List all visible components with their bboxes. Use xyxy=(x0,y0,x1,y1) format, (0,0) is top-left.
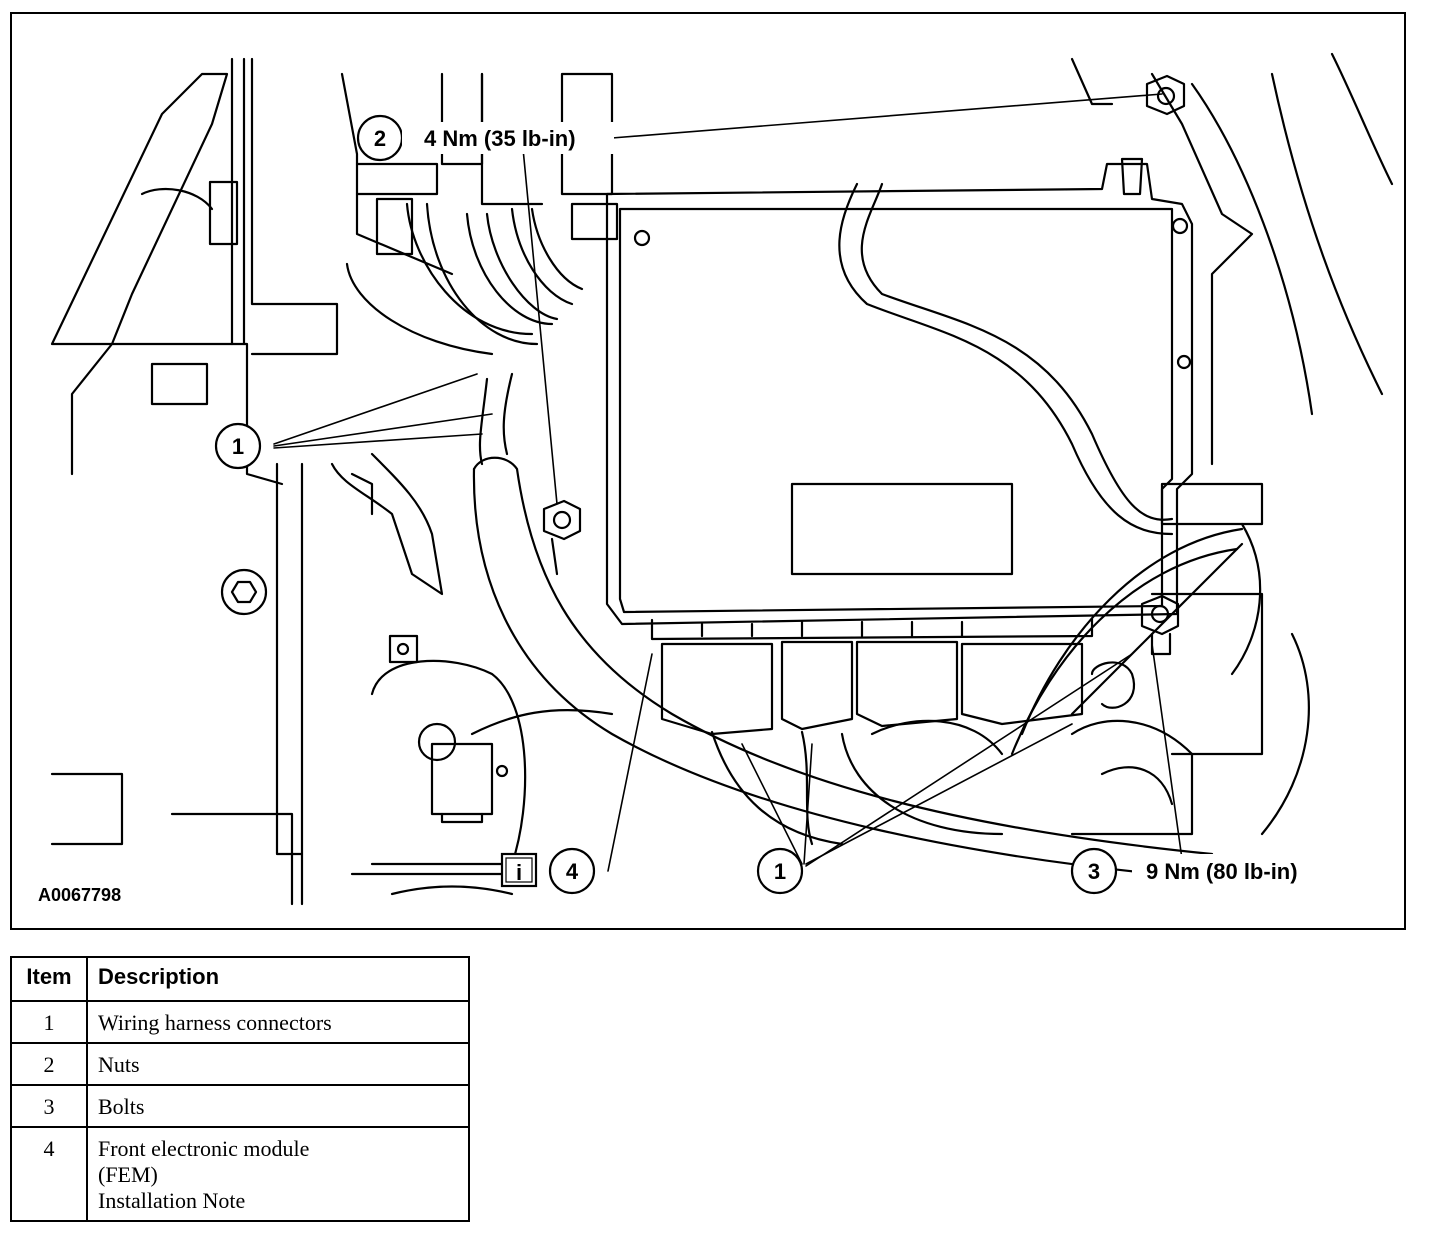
torque-label-bolts: 9 Nm (80 lb-in) xyxy=(1132,854,1342,886)
legend-row: 3 Bolts xyxy=(10,1084,470,1128)
fasteners xyxy=(542,74,1186,656)
ground-stud-area xyxy=(50,568,614,906)
left-bracket xyxy=(50,57,339,906)
svg-text:i: i xyxy=(516,860,522,885)
legend-item-number: 4 xyxy=(10,1126,88,1222)
legend-header-description: Description xyxy=(86,956,470,1002)
legend-installation-note-link[interactable]: Installation Note xyxy=(98,1188,246,1213)
svg-text:3: 3 xyxy=(1088,859,1100,884)
main-harness xyxy=(330,372,1214,881)
legend-description-line: Nuts xyxy=(98,1052,140,1077)
legend-row: 1 Wiring harness connectors xyxy=(10,1000,470,1044)
callout-item-1-left: 1 xyxy=(214,422,262,470)
svg-text:9 Nm (80 lb-in): 9 Nm (80 lb-in) xyxy=(1146,859,1298,884)
callout-item-3: 3 xyxy=(1070,847,1118,895)
legend-item-description: Front electronic module (FEM) Installati… xyxy=(86,1126,470,1222)
diagram-drawing: 2 4 Nm (35 lb-in) 1 i 4 1 3 xyxy=(38,52,1394,906)
legend-item-description: Nuts xyxy=(86,1042,470,1086)
svg-text:2: 2 xyxy=(374,126,386,151)
legend-header-item: Item xyxy=(10,956,88,1002)
legend-description-line: Wiring harness connectors xyxy=(98,1010,332,1035)
legend-description-line: (FEM) xyxy=(98,1162,158,1187)
diagram-figure: 2 4 Nm (35 lb-in) 1 i 4 1 3 xyxy=(10,12,1406,930)
legend-item-number: 3 xyxy=(10,1084,88,1128)
leader-lines xyxy=(273,93,1183,872)
legend-item-description: Bolts xyxy=(86,1084,470,1128)
svg-text:1: 1 xyxy=(774,859,786,884)
legend-description-line: Bolts xyxy=(98,1094,145,1119)
svg-text:1: 1 xyxy=(232,434,244,459)
callout-item-1-bottom: 1 xyxy=(756,847,804,895)
legend-row: 2 Nuts xyxy=(10,1042,470,1086)
legend-item-number: 1 xyxy=(10,1000,88,1044)
svg-text:4 Nm (35 lb-in): 4 Nm (35 lb-in) xyxy=(424,126,576,151)
module-fem xyxy=(605,162,1194,626)
legend-description-line: Front electronic module xyxy=(98,1136,310,1161)
legend-table: Item Description 1 Wiring harness connec… xyxy=(10,956,470,1222)
legend-item-description: Wiring harness connectors xyxy=(86,1000,470,1044)
callout-item-2: 2 xyxy=(356,114,404,162)
torque-label-nuts: 4 Nm (35 lb-in) xyxy=(402,122,614,154)
legend-row: 4 Front electronic module (FEM) Installa… xyxy=(10,1126,470,1222)
info-icon: i xyxy=(500,852,538,888)
legend-header-row: Item Description xyxy=(10,956,470,1002)
right-bracket xyxy=(1010,52,1394,836)
legend-item-number: 2 xyxy=(10,1042,88,1086)
figure-id-label: A0067798 xyxy=(38,885,121,905)
callout-item-4: 4 xyxy=(548,847,596,895)
svg-text:4: 4 xyxy=(566,859,579,884)
bottom-connectors xyxy=(650,617,1094,846)
